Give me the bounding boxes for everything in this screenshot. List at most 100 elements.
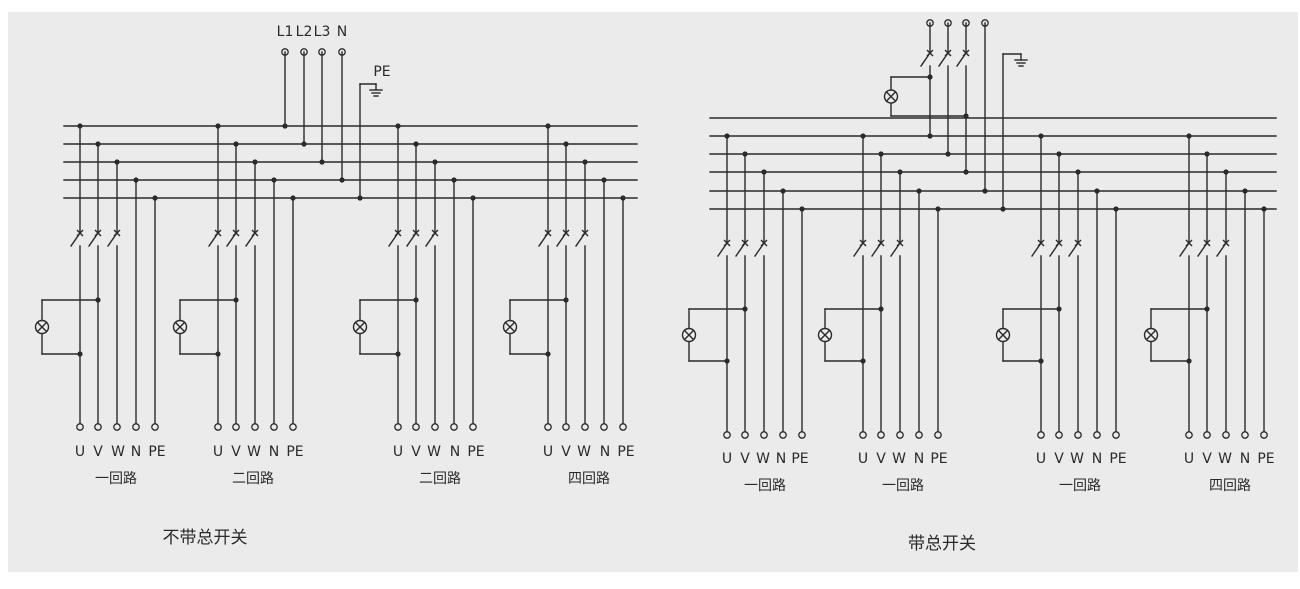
junction-dot xyxy=(620,195,626,201)
junction-dot xyxy=(545,351,551,357)
supply-label-l2: L2 xyxy=(296,24,313,40)
switch-blade xyxy=(754,242,765,257)
junction-dot xyxy=(545,123,551,129)
junction-dot xyxy=(1204,151,1210,157)
terminal-circle xyxy=(741,431,749,439)
terminal-circle xyxy=(1112,431,1120,439)
terminal-n: N xyxy=(776,451,786,467)
indicator-lamp-cross xyxy=(819,329,831,341)
switch-blade xyxy=(938,52,949,67)
switch-blade xyxy=(717,242,728,257)
junction-dot xyxy=(1186,133,1192,139)
terminal-circle xyxy=(1260,431,1268,439)
junction-dot xyxy=(563,141,569,147)
junction-dot xyxy=(413,141,419,147)
junction-dot xyxy=(1056,151,1062,157)
junction-dot xyxy=(319,159,325,165)
circuit-name: 四回路 xyxy=(568,471,610,487)
terminal-v: V xyxy=(231,444,241,460)
terminal-circle xyxy=(934,431,942,439)
terminal-circle xyxy=(896,431,904,439)
terminal-w: W xyxy=(577,444,591,460)
terminal-pe: PE xyxy=(791,451,808,467)
terminal-u: U xyxy=(858,451,868,467)
junction-dot xyxy=(233,297,239,303)
switch-blade xyxy=(226,232,237,247)
junction-dot xyxy=(916,188,922,194)
switch-blade xyxy=(70,232,81,247)
terminal-circle xyxy=(1055,431,1063,439)
junction-dot xyxy=(271,177,277,183)
junction-dot xyxy=(724,358,730,364)
terminal-circle xyxy=(779,431,787,439)
terminal-u: U xyxy=(543,444,553,460)
terminal-u: U xyxy=(75,444,85,460)
left-panel-labels: L1 L2 L3 N PE U V W N PE U V W N PE U V … xyxy=(75,24,635,548)
junction-dot xyxy=(761,169,767,175)
terminal-v: V xyxy=(411,444,421,460)
terminal-pe: PE xyxy=(467,444,484,460)
terminal-circle xyxy=(450,423,458,431)
terminal-circle xyxy=(1222,431,1230,439)
circuit-name: 一回路 xyxy=(744,478,786,494)
junction-dot xyxy=(432,159,438,165)
terminal-circle xyxy=(723,431,731,439)
left-panel-caption: 不带总开关 xyxy=(163,528,248,548)
terminal-n: N xyxy=(269,444,279,460)
terminal-u: U xyxy=(1184,451,1194,467)
terminal-circle xyxy=(1241,431,1249,439)
terminal-v: V xyxy=(1054,451,1064,467)
pe-label: PE xyxy=(373,64,390,80)
terminal-circle xyxy=(1185,431,1193,439)
terminal-circle xyxy=(760,431,768,439)
junction-dot xyxy=(152,195,158,201)
junction-dot xyxy=(215,123,221,129)
terminal-circle xyxy=(94,423,102,431)
terminal-circle xyxy=(394,423,402,431)
circuit-name-labels: 一回路 二回路 二回路 四回路 xyxy=(95,471,610,487)
terminal-v: V xyxy=(1202,451,1212,467)
terminal-w: W xyxy=(756,451,770,467)
indicator-lamp-cross xyxy=(997,329,1009,341)
switch-blade xyxy=(853,242,864,257)
switch-blade xyxy=(920,52,931,67)
terminal-v: V xyxy=(561,444,571,460)
terminal-w: W xyxy=(247,444,261,460)
junction-dot xyxy=(77,351,83,357)
junction-dot xyxy=(1186,358,1192,364)
junction-dot xyxy=(470,195,476,201)
terminal-n: N xyxy=(1092,451,1102,467)
terminal-w: W xyxy=(427,444,441,460)
terminal-w: W xyxy=(1070,451,1084,467)
junction-dot xyxy=(982,188,988,194)
switch-blade xyxy=(538,232,549,247)
terminal-circle xyxy=(151,423,159,431)
indicator-lamp-cross xyxy=(36,321,48,333)
terminal-n: N xyxy=(450,444,460,460)
terminal-circle xyxy=(251,423,259,431)
switch-blade xyxy=(88,232,99,247)
junction-dot xyxy=(357,195,363,201)
terminal-circle xyxy=(877,431,885,439)
junction-dot xyxy=(860,133,866,139)
circuit-name: 二回路 xyxy=(419,471,461,487)
terminal-circle xyxy=(431,423,439,431)
terminal-circle xyxy=(915,431,923,439)
junction-dot xyxy=(1223,169,1229,175)
junction-dot xyxy=(601,177,607,183)
junction-dot xyxy=(301,141,307,147)
junction-dot xyxy=(395,351,401,357)
junction-dot xyxy=(897,169,903,175)
junction-dot xyxy=(935,206,941,212)
switch-blade xyxy=(208,232,219,247)
terminal-pe: PE xyxy=(1109,451,1126,467)
junction-dot xyxy=(799,206,805,212)
junction-dot xyxy=(282,123,288,129)
supply-labels: L1 L2 L3 N xyxy=(277,24,348,40)
junction-dot xyxy=(724,133,730,139)
junction-dot xyxy=(451,177,457,183)
terminal-u: U xyxy=(393,444,403,460)
circuit-name: 四回路 xyxy=(1209,478,1251,494)
junction-dot xyxy=(413,297,419,303)
switch-blade xyxy=(735,242,746,257)
